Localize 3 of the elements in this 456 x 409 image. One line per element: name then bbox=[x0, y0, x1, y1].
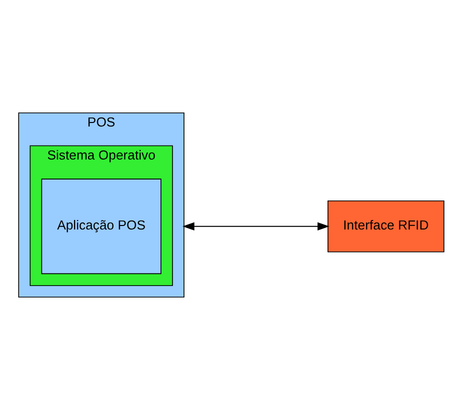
node-box: Aplicação POS bbox=[41, 178, 162, 274]
arrow bbox=[182, 222, 330, 230]
node-box: Interface RFID bbox=[328, 200, 444, 252]
